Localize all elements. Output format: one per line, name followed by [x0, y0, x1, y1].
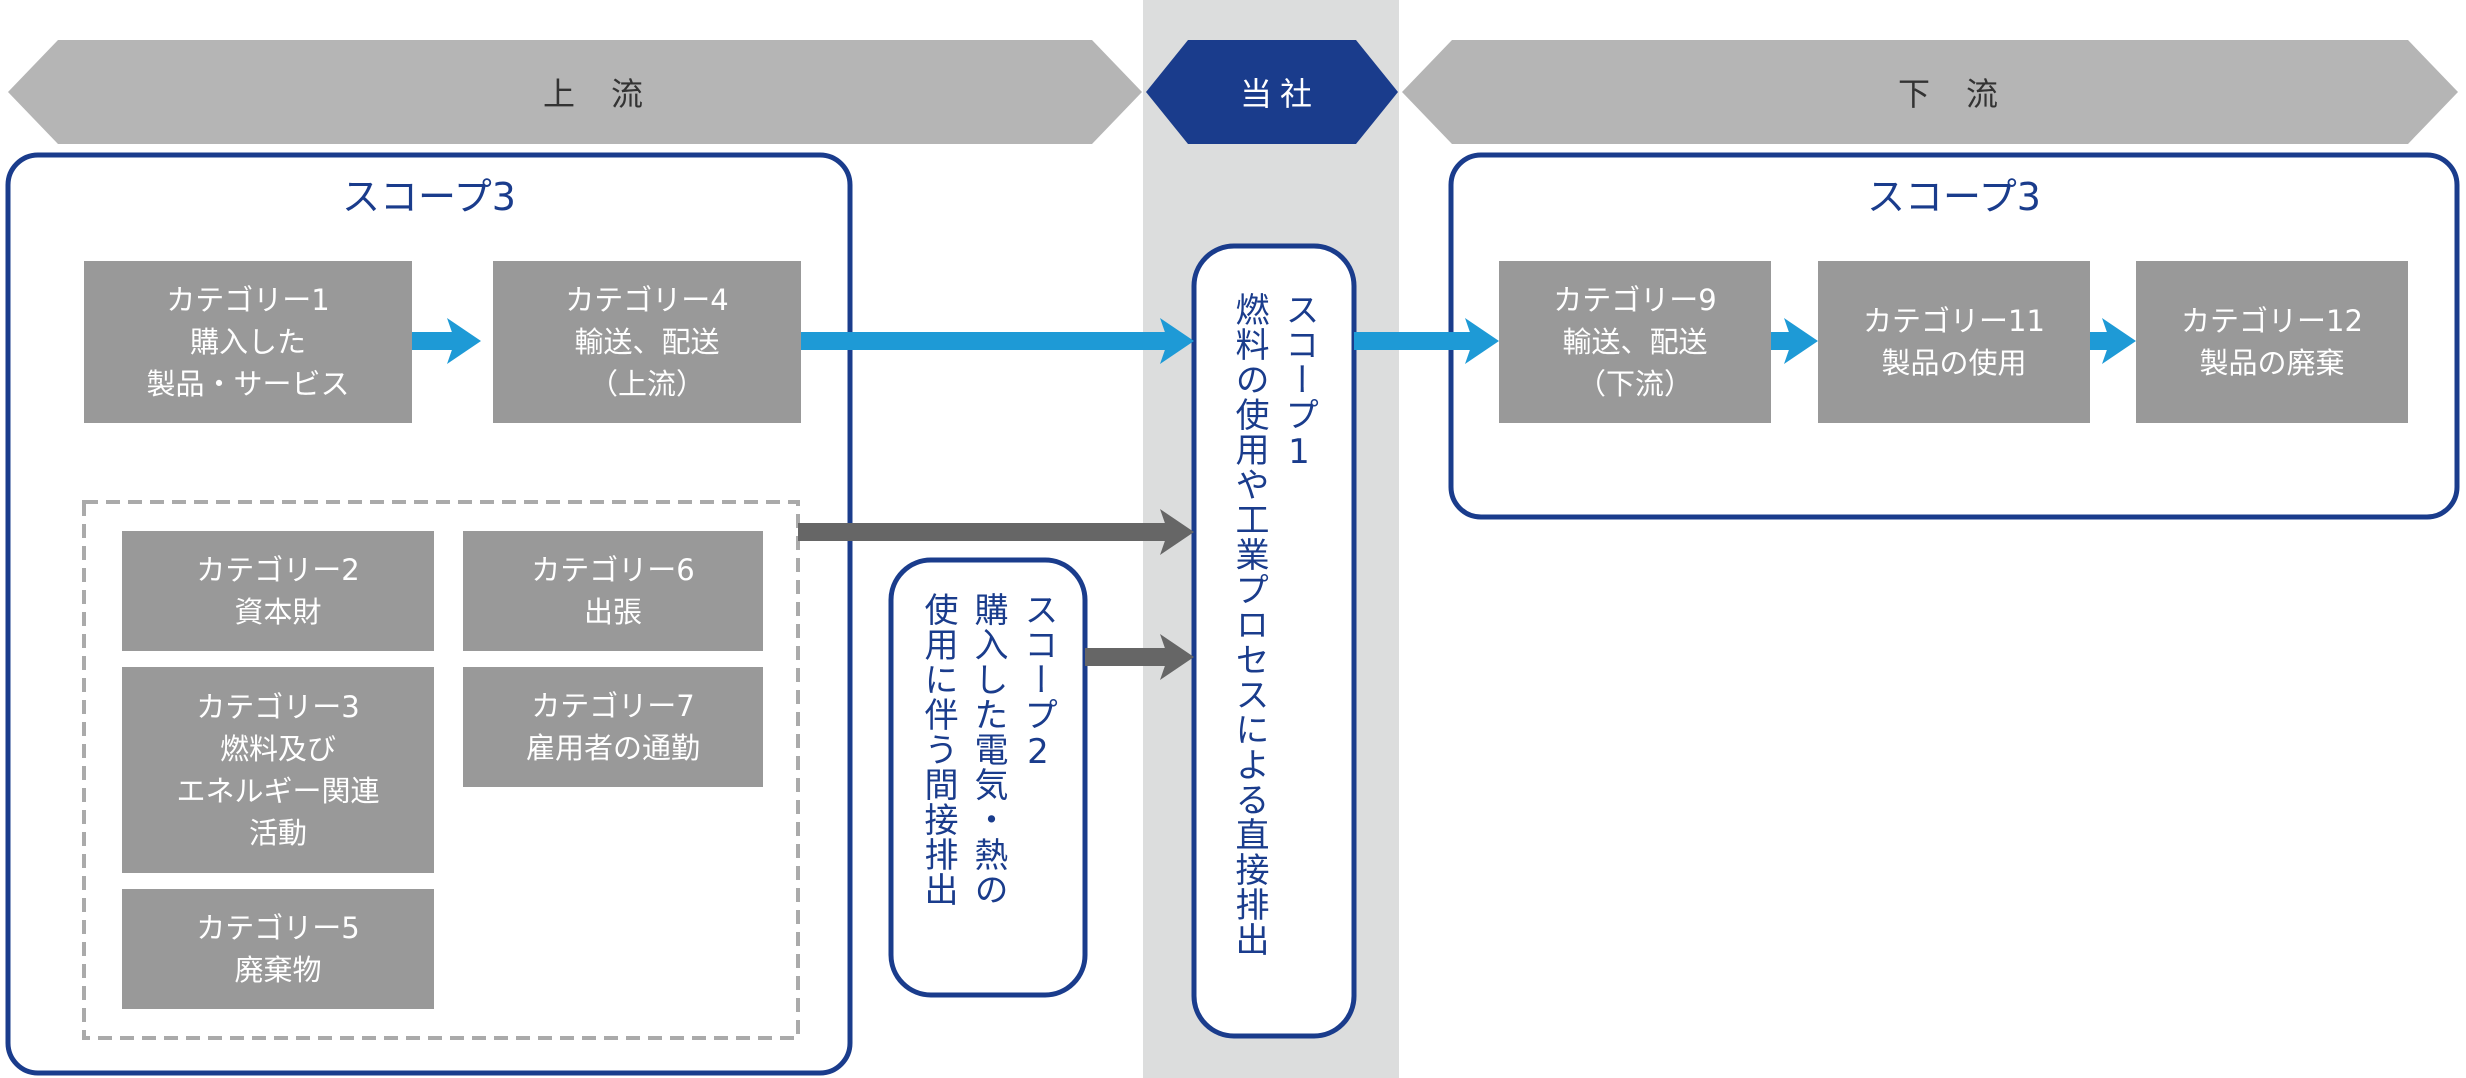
- category-6-box: [463, 531, 763, 651]
- downstream-band-arrow: [1402, 40, 2458, 144]
- category-4-label: カテゴリー4 輸送、配送 （上流）: [565, 283, 729, 401]
- scope2-box: [888, 557, 1088, 998]
- downstream-scope3-title: スコープ3: [1867, 174, 2041, 219]
- upstream-label: 上流: [542, 75, 679, 113]
- scope1-body: 燃料の使用や工業プロセスによる直接排出: [1229, 292, 1269, 957]
- category-11-box: [1818, 261, 2090, 423]
- arrow-group-to-scope1: [798, 509, 1194, 555]
- arrow-scope1-to-cat9: [1354, 318, 1499, 364]
- category-11-label: カテゴリー11 製品の使用: [1863, 304, 2045, 380]
- arrow-cat1-to-cat4: [412, 318, 481, 364]
- category-7-box: [463, 667, 763, 787]
- arrow-scope2-to-scope1: [1085, 634, 1194, 680]
- arrow-cat9-to-cat11: [1771, 318, 1818, 364]
- category-12-label: カテゴリー12 製品の廃棄: [2181, 304, 2363, 380]
- category-4-box: [493, 261, 801, 423]
- category-7-label: カテゴリー7 雇用者の通勤: [525, 689, 700, 765]
- downstream-label: 下流: [1897, 75, 2034, 113]
- category-2-label: カテゴリー2 資本財: [196, 553, 360, 629]
- arrow-cat11-to-cat12: [2090, 318, 2136, 364]
- arrow-cat4-to-scope1: [801, 318, 1194, 364]
- company-band-arrow: [1146, 40, 1398, 144]
- scope1-text: スコープ1 燃料の使用や工業プロセスによる直接排出: [1194, 246, 1354, 1036]
- scope1-title: スコープ1: [1279, 292, 1319, 473]
- indirect-categories-group: [82, 500, 800, 1040]
- category-9-label: カテゴリー9 輸送、配送 （下流）: [1553, 283, 1717, 401]
- scope2-text: スコープ2 購入した電気・熱の 使用に伴う間接排出: [891, 560, 1085, 995]
- upstream-band-arrow: [8, 40, 1142, 144]
- category-5-box: [122, 889, 434, 1009]
- category-12-box: [2136, 261, 2408, 423]
- scope2-line1: 購入した電気・熱の: [968, 592, 1008, 907]
- category-2-box: [122, 531, 434, 651]
- category-5-label: カテゴリー5 廃棄物: [196, 911, 360, 987]
- category-1-label: カテゴリー1 購入した 製品・サービス: [146, 283, 350, 401]
- category-3-box: [122, 667, 434, 873]
- scope2-title: スコープ2: [1018, 592, 1058, 773]
- category-9-box: [1499, 261, 1771, 423]
- upstream-scope3-title: スコープ3: [342, 174, 516, 219]
- category-6-label: カテゴリー6 出張: [531, 553, 695, 629]
- scope2-line2: 使用に伴う間接排出: [918, 592, 958, 907]
- category-3-label: カテゴリー3 燃料及び エネルギー関連 活動: [176, 690, 380, 850]
- company-label: 当社: [1239, 75, 1320, 113]
- scope1-box: [1191, 243, 1357, 1039]
- category-1-box: [84, 261, 412, 423]
